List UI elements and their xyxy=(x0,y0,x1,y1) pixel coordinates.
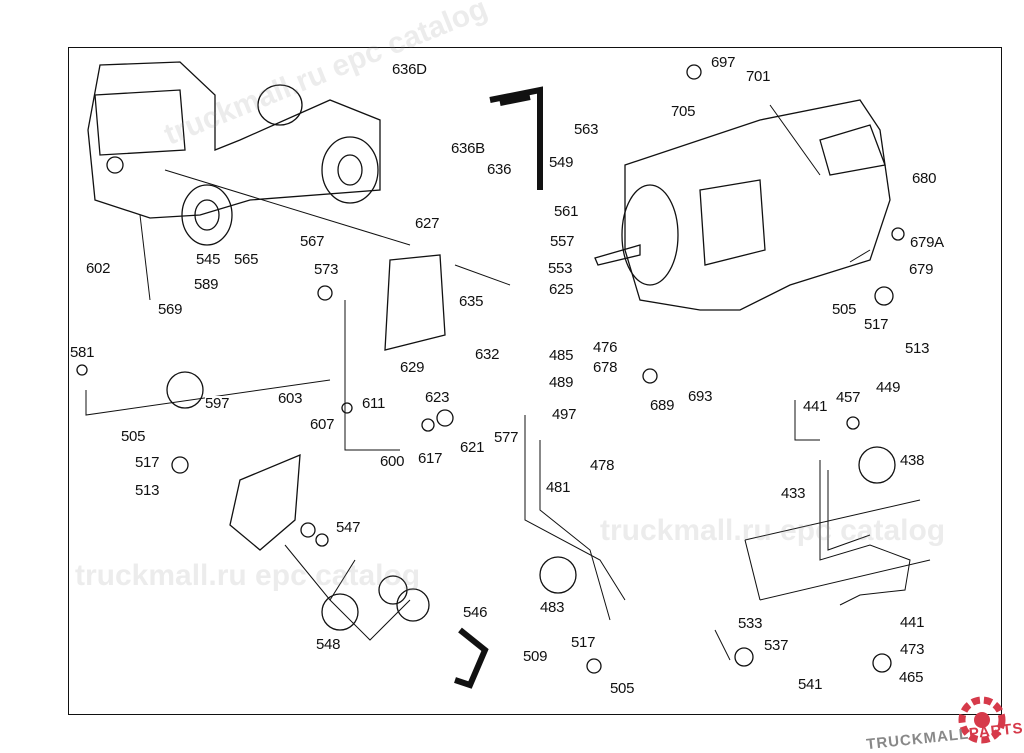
callout-label: 497 xyxy=(552,406,577,423)
callout-label: 557 xyxy=(550,233,575,250)
callout-label: 489 xyxy=(549,374,574,391)
callout-label: 589 xyxy=(194,276,219,293)
callout-label: 636B xyxy=(451,140,485,157)
callout-label: 625 xyxy=(549,281,574,298)
gear-icon xyxy=(958,696,1006,744)
callout-label: 449 xyxy=(876,379,901,396)
callout-label: 635 xyxy=(459,293,484,310)
callout-label: 627 xyxy=(415,215,440,232)
callout-label: 636 xyxy=(487,161,512,178)
callout-label: 679A xyxy=(910,234,944,251)
callout-label: 581 xyxy=(70,344,95,361)
callout-label: 567 xyxy=(300,233,325,250)
leader-lines xyxy=(85,104,931,661)
callout-label: 607 xyxy=(310,416,335,433)
callout-label: 678 xyxy=(593,359,618,376)
transmission-illustration xyxy=(594,99,891,311)
bracket-629 xyxy=(384,254,446,351)
callout-label: 541 xyxy=(798,676,823,693)
callout-label: 621 xyxy=(460,439,485,456)
callout-label: 465 xyxy=(899,669,924,686)
callout-label: 438 xyxy=(900,452,925,469)
callout-label: 680 xyxy=(912,170,937,187)
callout-label: 478 xyxy=(590,457,615,474)
callout-label: 697 xyxy=(711,54,736,71)
callout-label: 636D xyxy=(392,61,427,78)
callout-label: 457 xyxy=(836,389,861,406)
callout-label: 629 xyxy=(400,359,425,376)
callout-label: 533 xyxy=(738,615,763,632)
callout-label: 679 xyxy=(909,261,934,278)
callout-label: 611 xyxy=(362,395,386,412)
valve-body xyxy=(229,453,301,551)
diagram-frame xyxy=(68,47,1002,715)
callout-label: 537 xyxy=(764,637,789,654)
callout-label: 689 xyxy=(650,397,675,414)
callout-label: 481 xyxy=(546,479,571,496)
callout-label: 545 xyxy=(196,251,221,268)
callout-label: 547 xyxy=(336,519,361,536)
callout-label: 597 xyxy=(205,395,230,412)
callout-label: 441 xyxy=(803,398,828,415)
washers xyxy=(76,64,905,674)
callout-label: 517 xyxy=(864,316,889,333)
callout-label: 476 xyxy=(593,339,618,356)
callout-label: 623 xyxy=(425,389,450,406)
callout-label: 485 xyxy=(549,347,574,364)
callout-label: 553 xyxy=(548,260,573,277)
truckmall-logo: TRUCKMALLPARTS xyxy=(862,668,1024,753)
callout-label: 577 xyxy=(494,429,519,446)
callout-label: 549 xyxy=(549,154,574,171)
callout-label: 517 xyxy=(135,454,160,471)
callout-label: 602 xyxy=(86,260,111,277)
callout-label: 600 xyxy=(380,453,405,470)
callout-label: 505 xyxy=(832,301,857,318)
callout-label: 517 xyxy=(571,634,596,651)
callout-label: 632 xyxy=(475,346,500,363)
callout-label: 617 xyxy=(418,450,443,467)
callout-label: 563 xyxy=(574,121,599,138)
wrench-icons xyxy=(166,371,896,631)
callout-label: 565 xyxy=(234,251,259,268)
callout-label: 473 xyxy=(900,641,925,658)
truck-illustration xyxy=(87,61,381,246)
callout-label: 483 xyxy=(540,599,565,616)
watermark: truckmall.ru epc catalog xyxy=(75,559,421,592)
callout-label: 561 xyxy=(554,203,579,220)
callout-label: 569 xyxy=(158,301,183,318)
callout-label: 505 xyxy=(610,680,635,697)
callout-label: 505 xyxy=(121,428,146,445)
hose-549 xyxy=(489,86,543,190)
callout-label: 701 xyxy=(746,68,771,85)
callout-label: 548 xyxy=(316,636,341,653)
callout-label: 509 xyxy=(523,648,548,665)
watermark: truckmall.ru epc catalog xyxy=(600,514,946,547)
callout-label: 441 xyxy=(900,614,925,631)
callout-label: 433 xyxy=(781,485,806,502)
callout-label: 546 xyxy=(463,604,488,621)
fitting-546 xyxy=(454,627,489,689)
callout-label: 705 xyxy=(671,103,696,120)
callout-label: 573 xyxy=(314,261,339,278)
callout-label: 513 xyxy=(135,482,160,499)
callout-label: 513 xyxy=(905,340,930,357)
callout-label: 693 xyxy=(688,388,713,405)
callout-label: 603 xyxy=(278,390,303,407)
